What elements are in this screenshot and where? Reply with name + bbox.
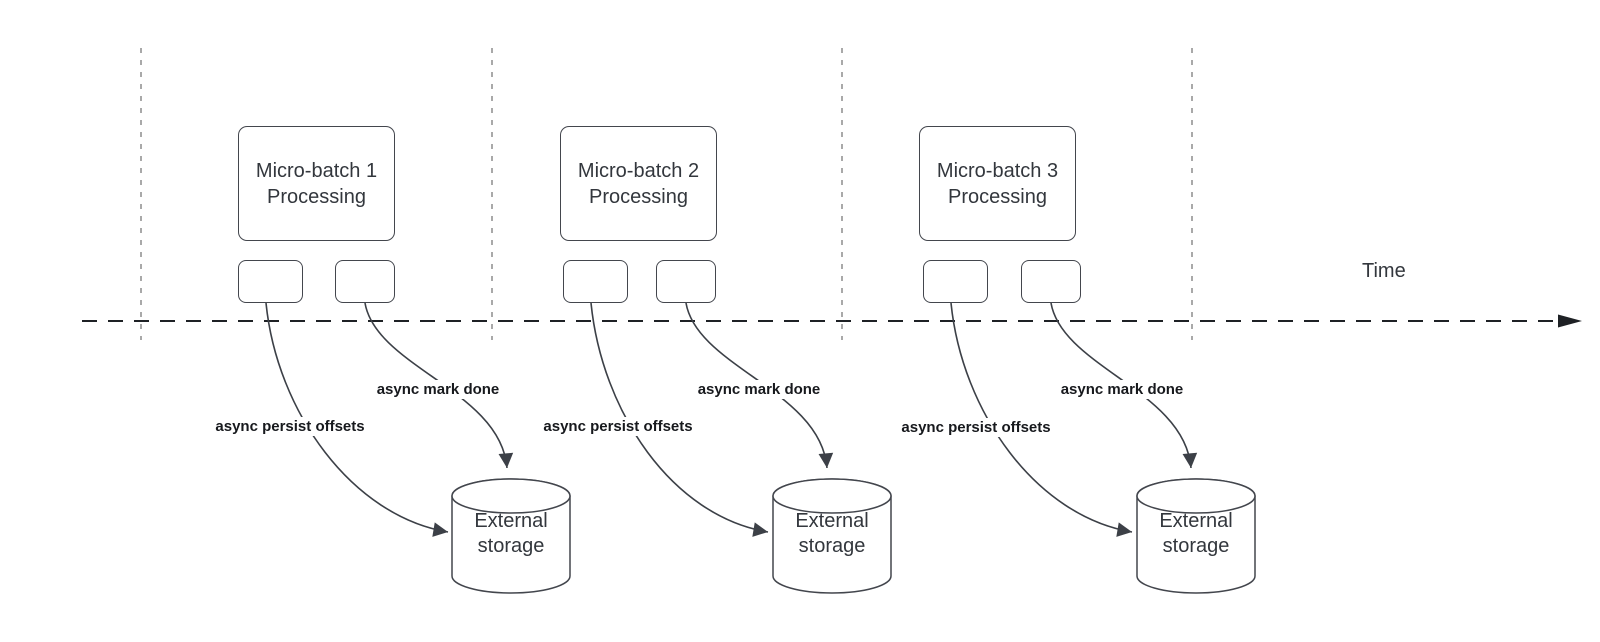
persist-offsets-task-box-3 (923, 260, 988, 303)
time-axis-arrowhead-icon (1558, 314, 1582, 328)
persist-offsets-task-box-1 (238, 260, 303, 303)
persist-offsets-arrow-label-3: async persist offsets (898, 418, 1054, 437)
micro-batch-2-processing-box: Micro-batch 2 Processing (560, 126, 717, 241)
mark-done-arrow-label-1: async mark done (373, 380, 503, 399)
mark-done-task-box-2 (656, 260, 716, 303)
micro-batch-1-processing-label: Micro-batch 1 Processing (255, 159, 378, 208)
micro-batch-3-processing-label: Micro-batch 3 Processing (936, 159, 1059, 208)
mark-done-task-box-1 (335, 260, 395, 303)
external-storage-label-1: External storage (474, 510, 548, 557)
external-storage-label-2: External storage (795, 510, 869, 557)
persist-offsets-arrow-1 (265, 302, 449, 537)
external-storage-cylinder-1 (451, 478, 571, 594)
persist-offsets-arrow-label-2: async persist offsets (540, 417, 696, 436)
persist-offsets-arrow-2 (590, 302, 769, 537)
persist-offsets-task-box-2 (563, 260, 628, 303)
micro-batch-1-processing-box: Micro-batch 1 Processing (238, 126, 395, 241)
persist-offsets-arrow-label-1: async persist offsets (212, 417, 368, 436)
external-storage-cylinder-3 (1136, 478, 1256, 594)
time-axis-caption: Time (1362, 260, 1406, 282)
persist-offsets-arrow-3 (950, 302, 1133, 537)
mark-done-task-box-3 (1021, 260, 1081, 303)
external-storage-label-3: External storage (1159, 510, 1233, 557)
mark-done-arrow-label-2: async mark done (694, 380, 824, 399)
micro-batch-2-processing-label: Micro-batch 2 Processing (577, 159, 700, 208)
micro-batch-3-processing-box: Micro-batch 3 Processing (919, 126, 1076, 241)
external-storage-cylinder-2 (772, 478, 892, 594)
mark-done-arrow-label-3: async mark done (1057, 380, 1187, 399)
